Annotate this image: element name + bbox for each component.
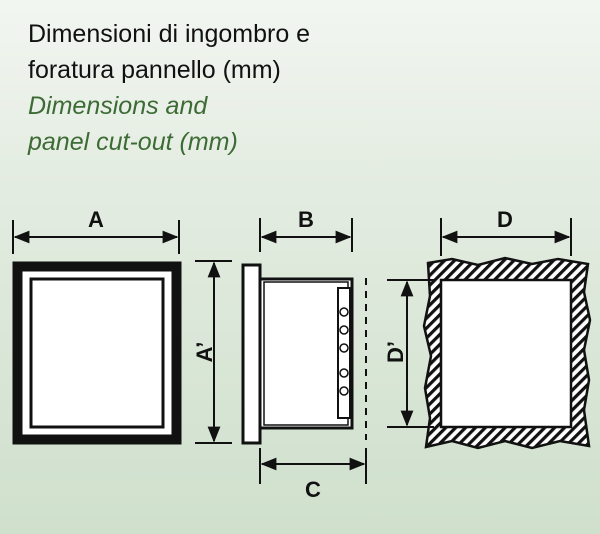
title-italian-line-1: Dimensioni di ingombro e: [28, 20, 311, 48]
title-block: Dimensioni di ingombro e foratura pannel…: [28, 16, 310, 160]
dimension-a-prime: A’: [192, 260, 232, 444]
title-italian-line-2: foratura pannello (mm): [28, 56, 281, 84]
connector-terminal-2: [339, 325, 349, 335]
front-view: [12, 261, 182, 445]
connector-terminal-4: [339, 368, 349, 378]
label-b: B: [298, 207, 314, 232]
front-window: [29, 277, 165, 429]
dimension-c: C: [259, 448, 367, 502]
title-english-line-2: panel cut-out (mm): [28, 128, 238, 156]
side-body: [258, 277, 354, 430]
connector-terminal-3: [339, 343, 349, 353]
label-d: D: [497, 207, 513, 232]
dimension-b: B: [259, 207, 353, 252]
panel-cutout: [422, 256, 592, 450]
dimension-a: A: [12, 207, 180, 254]
connector-terminal-1: [339, 307, 349, 317]
connector-strip: [337, 287, 351, 419]
label-a: A: [88, 207, 104, 232]
side-bezel: [241, 263, 262, 445]
connector-terminal-5: [339, 386, 349, 396]
cutout-opening: [439, 278, 573, 429]
label-a-prime: A’: [192, 342, 217, 363]
dimension-d: D: [440, 207, 572, 256]
label-d-prime: D’: [383, 341, 408, 363]
dimension-d-prime: D’: [383, 279, 434, 428]
side-view: [241, 263, 367, 445]
label-c: C: [305, 477, 321, 502]
title-english-line-1: Dimensions and: [28, 92, 208, 120]
front-bezel-band: [15, 264, 179, 442]
